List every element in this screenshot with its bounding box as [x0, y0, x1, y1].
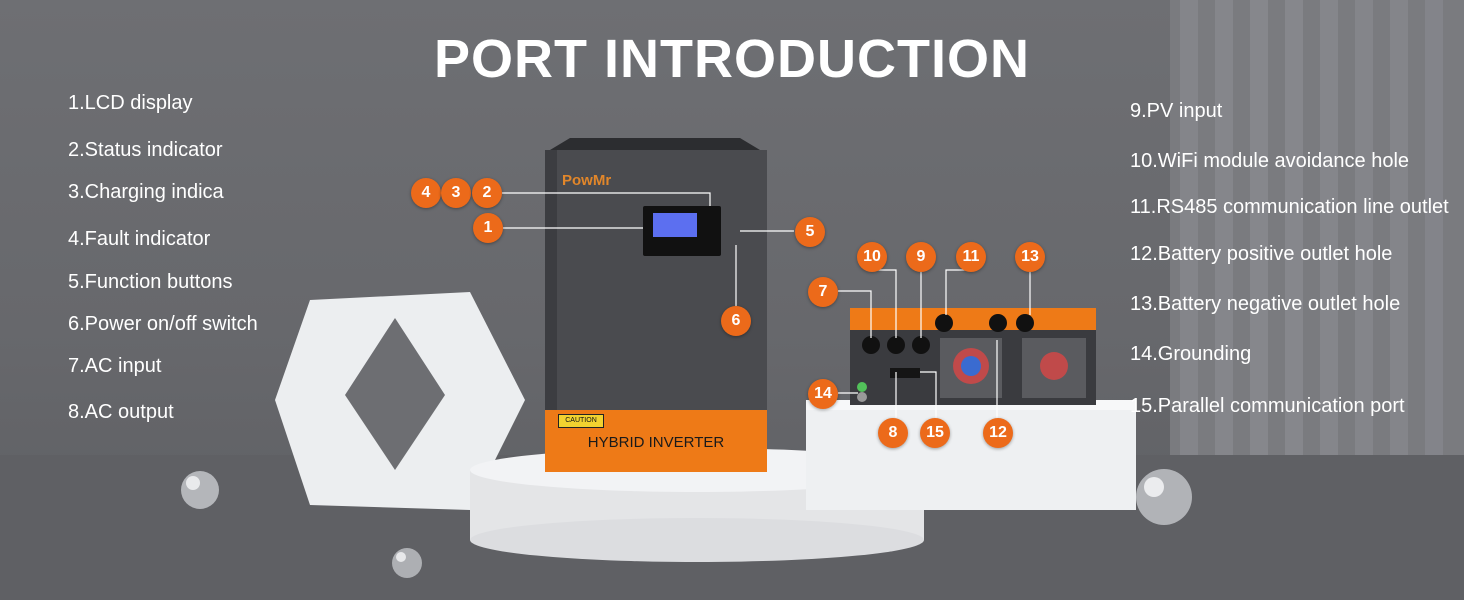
list-item: 7.AC input [68, 355, 162, 377]
list-item: 2.Status indicator [68, 139, 223, 161]
chrome-spheres [181, 469, 1192, 578]
model-label: HYBRID INVERTER [587, 434, 725, 451]
marker-6: 6 [721, 306, 751, 336]
marker-8: 8 [878, 418, 908, 448]
marker-9: 9 [906, 242, 936, 272]
inverter-top-bracket [550, 138, 760, 150]
caution-sticker: CAUTION [558, 414, 604, 428]
brand-logo: PowMr [562, 172, 612, 189]
list-item: 1.LCD display [68, 92, 193, 114]
marker-5: 5 [795, 217, 825, 247]
hexagon-ring-decoration [275, 292, 525, 510]
list-item: 14.Grounding [1130, 343, 1252, 365]
marker-2: 2 [472, 178, 502, 208]
podium-back [806, 400, 1136, 510]
list-item: 4.Fault indicator [68, 228, 211, 250]
curtain-panels [1170, 0, 1464, 455]
list-item: 8.AC output [68, 401, 174, 423]
inverter-body [545, 150, 767, 410]
list-item: 12.Battery positive outlet hole [1130, 243, 1393, 265]
marker-12: 12 [983, 418, 1013, 448]
page-title: PORT INTRODUCTION [434, 29, 1030, 89]
marker-4: 4 [411, 178, 441, 208]
marker-3: 3 [441, 178, 471, 208]
list-item: 5.Function buttons [68, 271, 233, 293]
list-item: 10.WiFi module avoidance hole [1130, 150, 1410, 172]
list-item: 13.Battery negative outlet hole [1130, 293, 1401, 315]
list-item: 3.Charging indica [68, 181, 224, 203]
marker-7: 7 [808, 277, 838, 307]
marker-14: 14 [808, 379, 838, 409]
list-item: 11.RS485 communication line outlet [1130, 196, 1449, 218]
marker-11: 11 [956, 242, 986, 272]
marker-10: 10 [857, 242, 887, 272]
lcd-screen [653, 213, 697, 237]
marker-1: 1 [473, 213, 503, 243]
list-item: 9.PV input [1130, 100, 1223, 122]
rear-unit [850, 308, 1096, 405]
list-item: 15.Parallel communication port [1130, 395, 1405, 417]
marker-15: 15 [920, 418, 950, 448]
list-item: 6.Power on/off switch [68, 313, 258, 335]
marker-13: 13 [1015, 242, 1045, 272]
